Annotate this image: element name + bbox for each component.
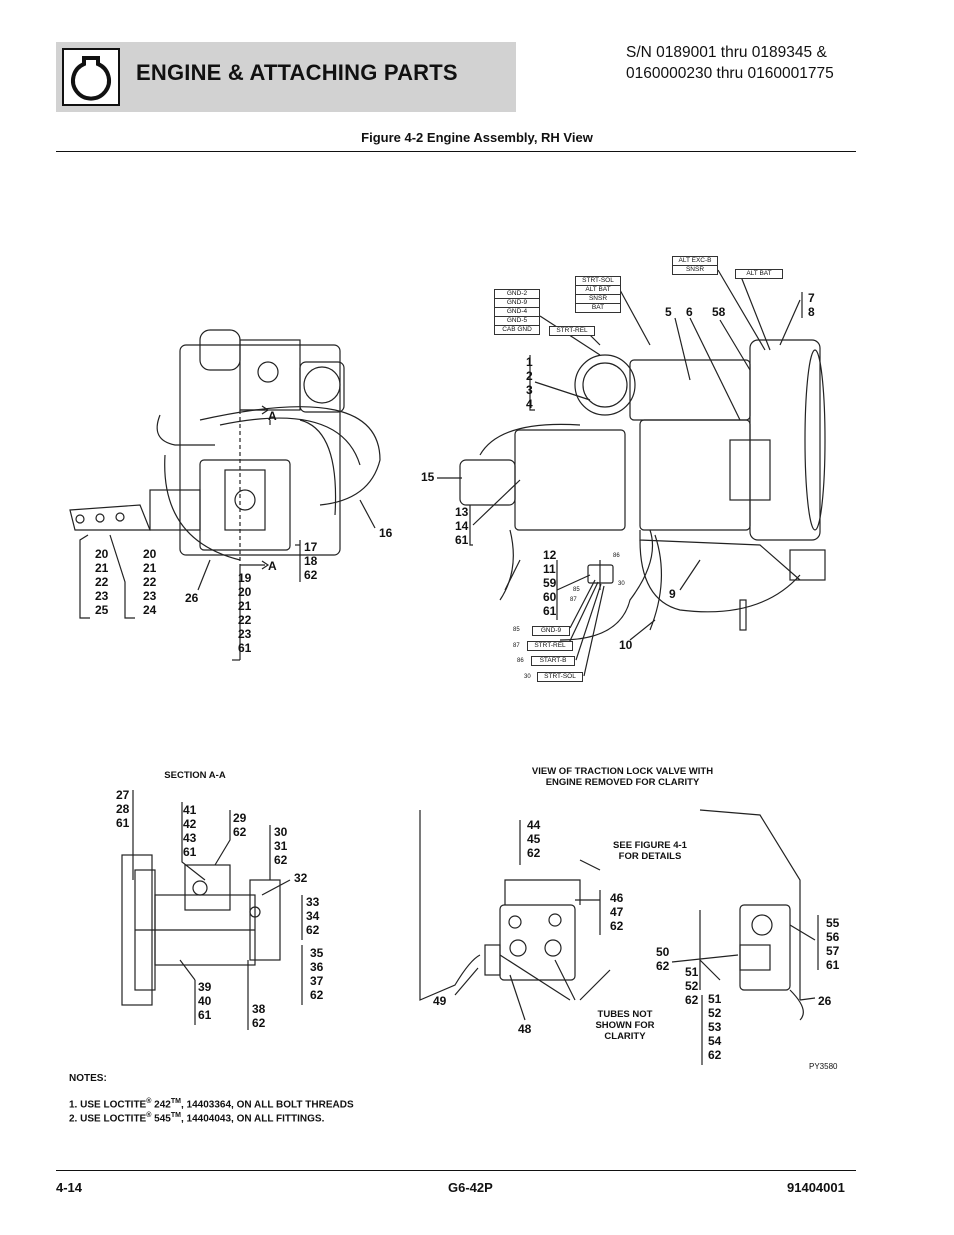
callout-right-6: 6 (686, 305, 693, 319)
traction-view-title-line-2: ENGINE REMOVED FOR CLARITY (545, 777, 700, 788)
callout-tl-51-62: 51 52 62 (685, 965, 699, 1007)
notes-heading: NOTES: (69, 1073, 107, 1084)
serial-line-2: 0160000230 thru 0160001775 (626, 65, 834, 82)
callout-left-26: 26 (185, 591, 199, 605)
callout-tl-55-61: 55 56 57 61 (826, 916, 840, 972)
callout-right-9: 9 (669, 587, 676, 601)
callout-aa-33-62: 33 34 62 (306, 895, 320, 937)
callout-aa-30-62: 30 31 62 (274, 825, 288, 867)
callout-tl-50-62: 50 62 (656, 945, 670, 973)
wire-label-alt-snsr: SNSR (672, 266, 718, 275)
serial-range: S/N 0189001 thru 0189345 & 0160000230 th… (626, 42, 834, 84)
callout-right-1-4: 1 2 3 4 (526, 355, 533, 411)
engine-left-view (69, 329, 381, 661)
relay-legend-pin-1: 85 (513, 627, 520, 633)
traction-view-title-line-1: VIEW OF TRACTION LOCK VALVE WITH (531, 766, 714, 777)
wire-label-gnd-9: GND-9 (494, 299, 540, 308)
wire-label-cab-gnd: CAB GND (494, 326, 540, 335)
header-divider (56, 151, 856, 152)
tubes-not-shown-note: TUBES NOT SHOWN FOR CLARITY (580, 1009, 670, 1042)
note-2: 2. USE LOCTITE® 545TM, 14404043, ON ALL … (69, 1112, 325, 1125)
callout-right-10: 10 (619, 638, 633, 652)
callout-aa-39-61: 39 40 61 (198, 980, 212, 1022)
footer-divider (56, 1170, 856, 1171)
relay-legend-pin-3: 86 (517, 658, 524, 664)
wire-label-gnd-4: GND-4 (494, 308, 540, 317)
tubes-note-line-1: TUBES NOT (597, 1009, 653, 1020)
gnd-wire-label-stack: GND-2 GND-9 GND-4 GND-5 CAB GND (494, 289, 540, 335)
serial-line-1: S/N 0189001 thru 0189345 & (626, 44, 827, 61)
section-marker-a-top: A (268, 409, 277, 423)
relay-pin-87: 87 (570, 597, 577, 603)
wire-label-strt-rel: STRT-REL (549, 326, 595, 336)
callout-tl-44-62: 44 45 62 (527, 818, 541, 860)
callout-aa-38-62: 38 62 (252, 1002, 266, 1030)
alt-wire-label-stack: ALT EXC-B SNSR (672, 256, 718, 275)
relay-legend-label-2: STRT-REL (527, 641, 573, 651)
callout-aa-35-62: 35 36 37 62 (310, 946, 324, 1002)
callout-aa-29-62: 29 62 (233, 811, 247, 839)
figure-title: Figure 4-2 Engine Assembly, RH View (361, 130, 593, 145)
relay-legend-pin-4: 30 (524, 674, 531, 680)
section-aa-drawing (121, 790, 303, 1030)
relay-pin-30: 30 (618, 581, 625, 587)
model-number: G6-42P (448, 1180, 493, 1195)
relay-legend-label-3: START-B (531, 656, 575, 666)
section-marker-a-bottom: A (268, 559, 277, 573)
callout-right-5: 5 (665, 305, 672, 319)
callout-aa-27-61: 27 28 61 (116, 788, 130, 830)
callout-tl-48: 48 (518, 1022, 532, 1036)
tubes-note-line-2: SHOWN FOR (595, 1020, 655, 1031)
relay-legend-label-4: STRT-SOL (537, 672, 583, 682)
engine-right-view (437, 269, 826, 677)
callout-tl-26: 26 (818, 994, 832, 1008)
callout-right-15: 15 (421, 470, 435, 484)
wire-label-alt-bat-2: ALT BAT (735, 269, 783, 279)
relay-pin-86: 86 (613, 553, 620, 559)
page-number: 4-14 (56, 1180, 83, 1195)
callout-left-16: 16 (379, 526, 393, 540)
callout-left-group-3: 19 20 21 22 23 61 (238, 571, 252, 655)
wire-label-snsr: SNSR (575, 295, 621, 304)
note-1: 1. USE LOCTITE® 242TM, 14403364, ON ALL … (69, 1098, 354, 1111)
relay-legend-pin-2: 87 (513, 643, 520, 649)
traction-view-title: VIEW OF TRACTION LOCK VALVE WITH ENGINE … (490, 766, 755, 788)
wire-label-bat: BAT (575, 304, 621, 313)
notes-block: NOTES: 1. USE LOCTITE® 242TM, 14403364, … (69, 1073, 354, 1125)
wire-label-strt-sol: STRT-SOL (575, 276, 621, 286)
wire-label-alt-exc-b: ALT EXC-B (672, 256, 718, 266)
document-number: 91404001 (787, 1180, 845, 1195)
callout-right-58: 58 (712, 305, 726, 319)
callout-aa-32: 32 (294, 871, 308, 885)
strt-wire-label-stack: STRT-SOL ALT BAT SNSR BAT (575, 276, 621, 313)
callout-right-13-61: 13 14 61 (455, 505, 469, 547)
callout-left-group-4: 17 18 62 (304, 540, 318, 582)
drawing-id: PY3580 (809, 1062, 838, 1071)
callout-left-group-1: 20 21 22 23 25 (95, 547, 109, 617)
header-banner: ENGINE & ATTACHING PARTS (56, 42, 516, 112)
see-figure-line-2: FOR DETAILS (618, 851, 682, 862)
callout-tl-46-62: 46 47 62 (610, 891, 624, 933)
wire-label-alt-bat: ALT BAT (575, 286, 621, 295)
callout-tl-49: 49 (433, 994, 447, 1008)
wire-label-gnd-5: GND-5 (494, 317, 540, 326)
relay-legend-label-1: GND-9 (532, 626, 570, 636)
callout-tl-51-54-62: 51 52 53 54 62 (708, 992, 722, 1062)
wire-label-gnd-2: GND-2 (494, 289, 540, 299)
callout-right-7-8: 7 8 (808, 291, 815, 319)
engine-section-icon (62, 48, 120, 106)
page-title: ENGINE & ATTACHING PARTS (136, 60, 458, 85)
see-figure-line-1: SEE FIGURE 4-1 (613, 840, 687, 851)
callout-right-12-61: 12 11 59 60 61 (543, 548, 557, 618)
see-figure-note: SEE FIGURE 4-1 FOR DETAILS (600, 840, 700, 862)
callout-left-group-2: 20 21 22 23 24 (143, 547, 157, 617)
tubes-note-line-3: CLARITY (604, 1031, 646, 1042)
relay-pin-85: 85 (573, 587, 580, 593)
callout-aa-41-61: 41 42 43 61 (183, 803, 197, 859)
traction-lock-drawing (419, 809, 819, 1065)
section-aa-title: SECTION A-A (164, 770, 226, 781)
